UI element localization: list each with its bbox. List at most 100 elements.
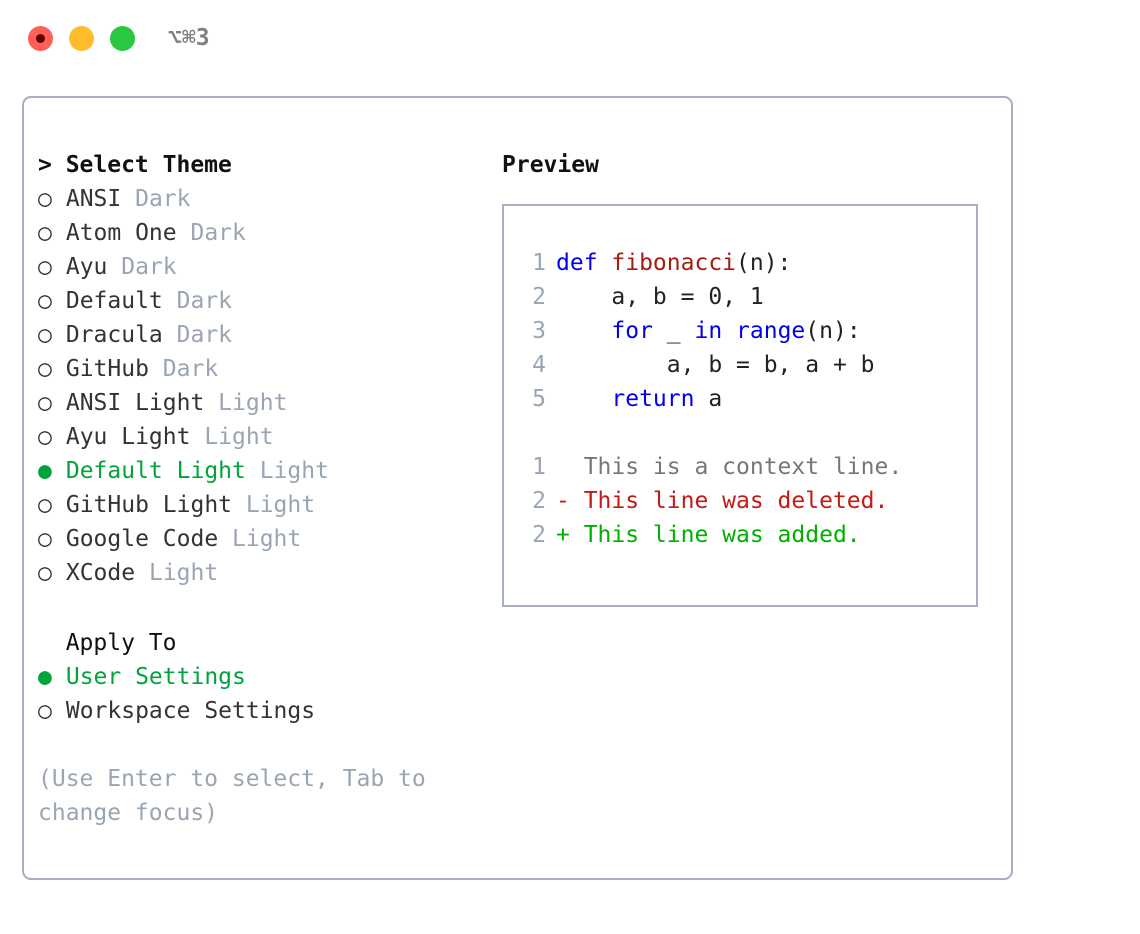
code-token [556, 318, 611, 344]
apply-to-header: Apply To [38, 630, 177, 656]
theme-option-tag: Dark [107, 254, 177, 280]
title-bar: ⌥⌘3 [0, 0, 1140, 78]
radio-empty-icon: ○ [38, 698, 52, 724]
diff-text: + This line was added. [556, 522, 861, 548]
radio-selected-icon: ● [38, 458, 52, 484]
radio-empty-icon: ○ [38, 288, 52, 314]
keyboard-shortcut-label: ⌥⌘3 [168, 25, 210, 51]
theme-option-0[interactable]: ○ ANSI Dark [38, 182, 498, 216]
theme-option-7[interactable]: ○ Ayu Light Light [38, 420, 498, 454]
code-token: def [556, 250, 612, 276]
code-token: a, b = 0, 1 [556, 284, 764, 310]
theme-option-label: Default Light [52, 458, 246, 484]
theme-option-1[interactable]: ○ Atom One Dark [38, 216, 498, 250]
line-number: 1 [532, 454, 546, 480]
spacer [38, 590, 498, 626]
code-token [556, 386, 611, 412]
theme-option-label: Ayu Light [52, 424, 191, 450]
theme-option-11[interactable]: ○ XCode Light [38, 556, 498, 590]
code-token: (n): [736, 250, 792, 276]
code-token: for [611, 318, 653, 344]
diff-block: 1 This is a context line. 2 - This line wa… [518, 450, 970, 552]
theme-option-tag: Light [218, 526, 302, 552]
traffic-lights [28, 26, 135, 51]
code-token: return [611, 386, 695, 412]
line-number: 2 [532, 522, 546, 548]
preview-box: 1 def fibonacci(n): 2 a, b = 0, 1 3 for _ i… [502, 204, 978, 607]
theme-option-label: ANSI Light [52, 390, 205, 416]
theme-option-6[interactable]: ○ ANSI Light Light [38, 386, 498, 420]
line-number: 2 [532, 284, 546, 310]
theme-list-header: > Select Theme [38, 152, 232, 178]
theme-option-4[interactable]: ○ Dracula Dark [38, 318, 498, 352]
theme-option-3[interactable]: ○ Default Dark [38, 284, 498, 318]
theme-option-10[interactable]: ○ Google Code Light [38, 522, 498, 556]
theme-option-label: Google Code [52, 526, 219, 552]
line-number: 1 [532, 250, 546, 276]
theme-option-label: GitHub Light [52, 492, 233, 518]
radio-selected-icon: ● [38, 664, 52, 690]
code-token: in [694, 318, 723, 344]
theme-option-label: Atom One [52, 220, 177, 246]
radio-empty-icon: ○ [38, 560, 52, 586]
close-button[interactable] [28, 26, 53, 51]
apply-option-label: User Settings [52, 664, 246, 690]
radio-empty-icon: ○ [38, 492, 52, 518]
apply-option-0[interactable]: ● User Settings [38, 660, 498, 694]
diff-text: - This line was deleted. [556, 488, 889, 514]
code-token: _ [652, 318, 695, 344]
apply-option-1[interactable]: ○ Workspace Settings [38, 694, 498, 728]
code-token: a, b = b, a + b [556, 352, 875, 378]
line-number: 3 [532, 318, 546, 344]
theme-option-tag: Light [204, 390, 288, 416]
code-line: 3 for _ in range(n): [518, 314, 970, 348]
theme-option-tag: Light [232, 492, 316, 518]
theme-option-tag: Dark [148, 356, 219, 382]
theme-option-tag: Dark [162, 288, 233, 314]
diff-text: This is a context line. [556, 454, 903, 480]
code-preview: 1 def fibonacci(n): 2 a, b = 0, 1 3 for _ i… [518, 246, 970, 552]
theme-option-label: Default [52, 288, 163, 314]
main-panel: > Select Theme ○ ANSI Dark○ Atom One Dar… [22, 96, 1013, 880]
preview-title: Preview [502, 152, 599, 178]
code-line: 4 a, b = b, a + b [518, 348, 970, 382]
theme-option-2[interactable]: ○ Ayu Dark [38, 250, 498, 284]
radio-empty-icon: ○ [38, 424, 52, 450]
apply-to-list[interactable]: ● User Settings○ Workspace Settings [38, 660, 498, 728]
theme-option-5[interactable]: ○ GitHub Dark [38, 352, 498, 386]
theme-option-8[interactable]: ● Default Light Light [38, 454, 498, 488]
theme-option-tag: Light [245, 458, 329, 484]
code-token: fibonacci [611, 250, 737, 276]
radio-empty-icon: ○ [38, 526, 52, 552]
radio-empty-icon: ○ [38, 322, 52, 348]
maximize-button[interactable] [110, 26, 135, 51]
theme-option-tag: Light [135, 560, 219, 586]
apply-option-label: Workspace Settings [52, 698, 316, 724]
theme-option-tag: Dark [121, 186, 191, 212]
radio-empty-icon: ○ [38, 390, 52, 416]
theme-option-label: Dracula [52, 322, 163, 348]
theme-option-label: GitHub [52, 356, 149, 382]
theme-option-tag: Dark [176, 220, 246, 246]
theme-option-tag: Dark [162, 322, 233, 348]
minimize-button[interactable] [69, 26, 94, 51]
theme-list-column: > Select Theme ○ ANSI Dark○ Atom One Dar… [38, 148, 498, 830]
radio-empty-icon: ○ [38, 254, 52, 280]
radio-empty-icon: ○ [38, 186, 52, 212]
code-token: a [694, 386, 723, 412]
code-spacer [518, 416, 970, 450]
keyboard-hint: (Use Enter to select, Tab to change focu… [38, 766, 440, 826]
diff-line: 1 This is a context line. [518, 450, 970, 484]
diff-line: 2 + This line was added. [518, 518, 970, 552]
code-token [722, 318, 736, 344]
line-number: 2 [532, 488, 546, 514]
code-line: 5 return a [518, 382, 970, 416]
radio-empty-icon: ○ [38, 356, 52, 382]
diff-line: 2 - This line was deleted. [518, 484, 970, 518]
code-block: 1 def fibonacci(n): 2 a, b = 0, 1 3 for _ i… [518, 246, 970, 416]
theme-option-label: Ayu [52, 254, 108, 280]
theme-option-9[interactable]: ○ GitHub Light Light [38, 488, 498, 522]
theme-list[interactable]: ○ ANSI Dark○ Atom One Dark○ Ayu Dark○ De… [38, 182, 498, 590]
code-line: 1 def fibonacci(n): [518, 246, 970, 280]
code-token: range [736, 318, 806, 344]
